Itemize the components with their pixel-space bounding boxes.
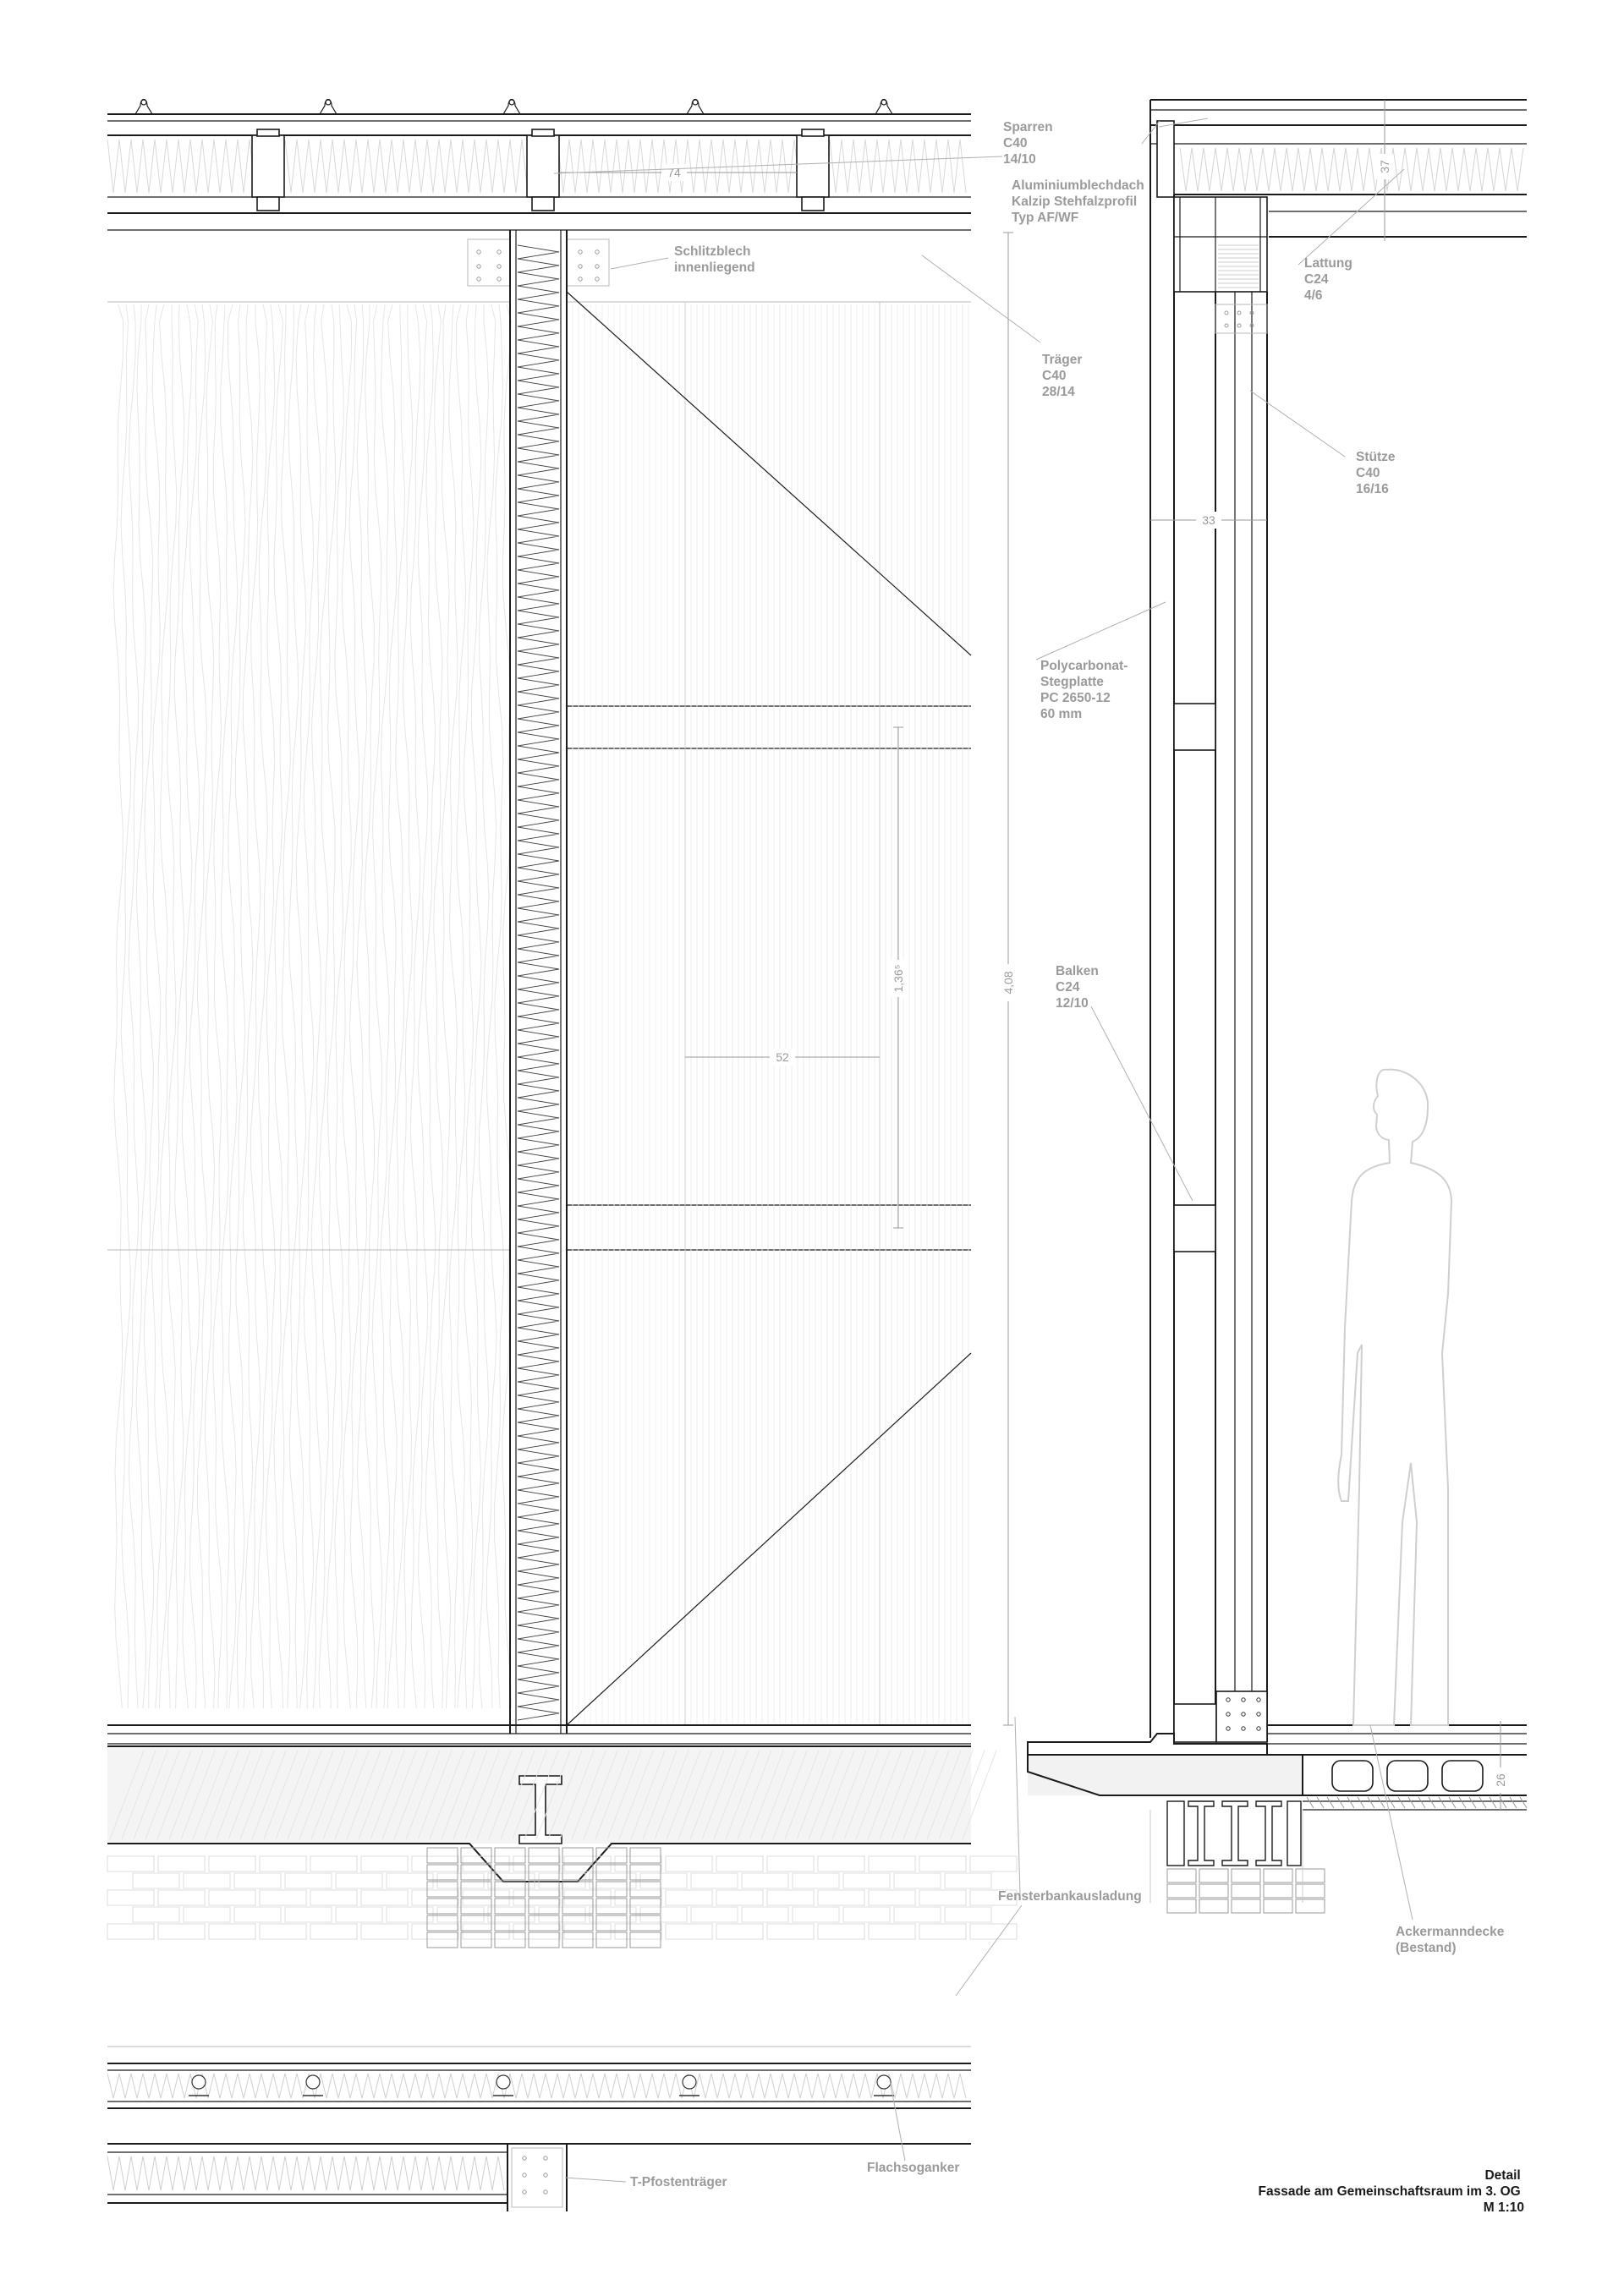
label-stuetze: Stütze C40 16/16 xyxy=(1356,450,1399,496)
label-sparren: Sparren C40 14/10 xyxy=(1003,120,1056,167)
title-block: Detail Fassade am Gemeinschaftsraum im 3… xyxy=(1259,2168,1524,2215)
column-mullion xyxy=(509,230,568,1734)
facade-section: 33 37 26 xyxy=(1027,99,1528,1914)
rafter-spacing-dim: 74 xyxy=(667,166,681,179)
t-post-bolts xyxy=(522,2156,548,2195)
base-bolts xyxy=(1226,1697,1261,1731)
label-lattung: Lattung C24 4/6 xyxy=(1304,256,1356,303)
storey-height-dimension: 4,08 xyxy=(1000,232,1017,1726)
polycarbonate-flutes xyxy=(572,304,969,1723)
column-bolts xyxy=(1224,310,1254,328)
label-schlitzblech: Schlitzblech innenliegend xyxy=(674,244,755,275)
roof-elevation: 74 xyxy=(107,98,971,231)
label-ackermann: Ackermanndecke (Bestand) xyxy=(1396,1925,1508,1955)
label-balken: Balken C24 12/10 xyxy=(1056,964,1102,1011)
rafter-sections xyxy=(251,129,830,211)
masonry-below-section xyxy=(1149,1810,1325,1914)
floor-section xyxy=(107,1724,1018,1948)
slab-depth-dim: 26 xyxy=(1494,1773,1507,1787)
panel-height-dim: 1,36⁵ xyxy=(892,964,905,992)
plan-insulation xyxy=(107,2073,967,2099)
steel-beam-sections xyxy=(1166,1800,1302,1866)
mullion-insulation xyxy=(517,244,560,1721)
labels: Sparren C40 14/10 Aluminiumblechdach Kal… xyxy=(630,120,1524,2215)
masonry-wall xyxy=(107,1847,1018,1948)
panel-width-dim: 52 xyxy=(776,1050,789,1064)
plan-strip xyxy=(107,2046,971,2211)
label-aluminiumblechdach: Aluminiumblechdach Kalzip Stehfalzprofil… xyxy=(1012,178,1148,225)
wall-depth-dim: 33 xyxy=(1202,513,1215,527)
label-fensterbank: Fensterbankausladung xyxy=(998,1889,1142,1904)
slit-plate xyxy=(467,238,610,287)
section-roof-insulation xyxy=(1179,147,1524,192)
beam-hatch xyxy=(1218,244,1259,288)
leader-lines xyxy=(553,118,1413,2183)
facade-panels: 52 1,36⁵ xyxy=(107,291,972,1726)
screed-hatch xyxy=(109,1750,997,1840)
roof-depth-dim: 37 xyxy=(1378,160,1391,173)
ackermann-slab-voids xyxy=(1306,1760,1528,1809)
plan-insulation-lower xyxy=(107,2156,505,2191)
wood-grain-texture xyxy=(112,304,513,1709)
label-flachsoganker: Flachsoganker xyxy=(867,2161,959,2175)
standing-seam-profiles xyxy=(134,98,893,115)
human-scale-figure xyxy=(1337,1068,1453,1726)
label-polycarbonat: Polycarbonat- Stegplatte PC 2650-12 60 m… xyxy=(1040,659,1132,721)
label-traeger: Träger C40 28/14 xyxy=(1042,353,1086,399)
slit-plate-bolts xyxy=(476,249,600,282)
label-t-pfostentraeger: T-Pfostenträger xyxy=(630,2175,727,2189)
storey-height-dim: 4,08 xyxy=(1001,971,1015,994)
seam-clips xyxy=(189,2074,894,2096)
